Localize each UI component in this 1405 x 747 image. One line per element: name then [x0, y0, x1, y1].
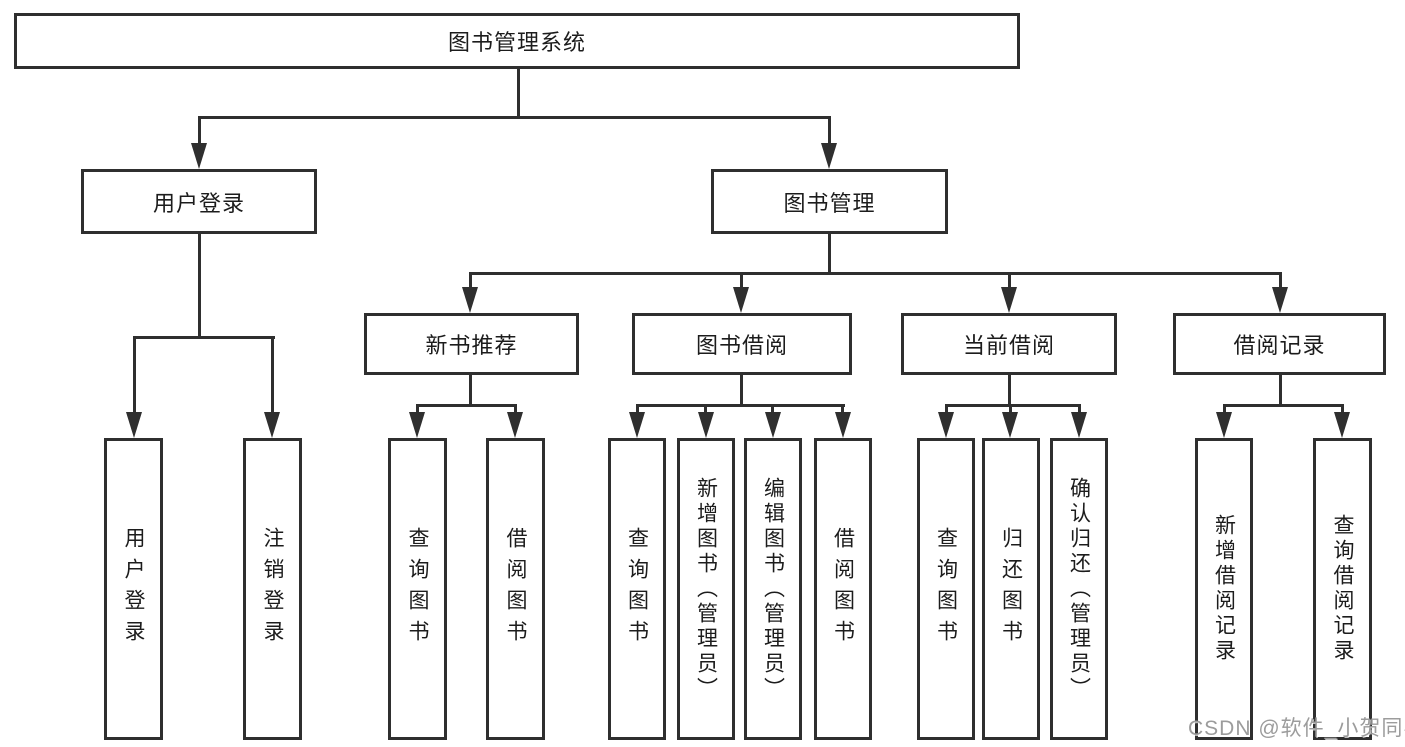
arrowhead-d2: [1002, 412, 1018, 438]
connector-user-login-bus: [133, 336, 275, 339]
leaf-logout-label: 注销登录: [261, 527, 284, 651]
node-book-management-label: 图书管理: [783, 190, 876, 216]
leaf-confirm-return-admin-label: 确认归还（管理员）: [1067, 476, 1091, 702]
node-new-book-recommend-label: 新书推荐: [425, 333, 518, 358]
node-root: 图书管理系统: [14, 13, 1020, 69]
leaf-logout: 注销登录: [243, 438, 302, 740]
node-new-book-recommend: 新书推荐: [364, 313, 579, 375]
connector-drop-d3: [1078, 404, 1081, 416]
arrowhead-user-login: [191, 143, 207, 169]
leaf-add-books-admin: 新增图书（管理员）: [677, 438, 735, 740]
leaf-borrow-borrow-books: 借阅图书: [814, 438, 872, 740]
arrowhead-c4: [835, 412, 851, 438]
connector-level2-drop-left: [198, 116, 201, 150]
leaf-add-borrow-record: 新增借阅记录: [1195, 438, 1253, 740]
csdn-watermark: CSDN @软件_小贺同学: [1188, 717, 1405, 740]
arrowhead-book-borrow: [733, 287, 749, 313]
connector-level3-drop-4: [1279, 272, 1282, 292]
connector-drop-b1: [416, 404, 419, 416]
arrowhead-borrow-records: [1272, 287, 1288, 313]
node-user-login: 用户登录: [81, 169, 317, 234]
connector-level3-drop-2: [740, 272, 743, 292]
leaf-current-query-books-label: 查询图书: [934, 527, 958, 651]
connector-level2-drop-right: [828, 116, 831, 150]
leaf-add-borrow-record-label: 新增借阅记录: [1212, 514, 1236, 664]
arrowhead-c1: [629, 412, 645, 438]
arrowhead-e2: [1334, 412, 1350, 438]
connector-drop-b2: [514, 404, 517, 416]
connector-drop-d1: [945, 404, 948, 416]
connector-level2-bus: [198, 116, 831, 119]
leaf-query-borrow-record: 查询借阅记录: [1313, 438, 1372, 740]
leaf-borrow-borrow-books-label: 借阅图书: [831, 527, 855, 651]
leaf-add-books-admin-label: 新增图书（管理员）: [694, 476, 718, 702]
connector-user-login-stub: [198, 234, 201, 339]
leaf-user-login: 用户登录: [104, 438, 163, 740]
connector-level3-bus: [469, 272, 1282, 275]
connector-level3-drop-1: [469, 272, 472, 292]
arrowhead-current-borrow: [1001, 287, 1017, 313]
leaf-borrow-query-books: 查询图书: [608, 438, 666, 740]
node-root-label: 图书管理系统: [447, 30, 586, 55]
leaf-recommend-borrow-books: 借阅图书: [486, 438, 545, 740]
arrowhead-d1: [938, 412, 954, 438]
arrowhead-leaf-logout: [264, 412, 280, 438]
leaf-query-borrow-record-label: 查询借阅记录: [1331, 514, 1354, 664]
connector-new-book-stub: [469, 375, 472, 406]
node-book-management: 图书管理: [711, 169, 948, 234]
connector-level3-drop-3: [1008, 272, 1011, 292]
connector-drop-c2: [704, 404, 707, 416]
arrowhead-leaf-user-login: [126, 412, 142, 438]
arrowhead-c2: [698, 412, 714, 438]
leaf-recommend-query-books-label: 查询图书: [406, 527, 429, 651]
arrowhead-d3: [1071, 412, 1087, 438]
connector-drop-leaf-logout: [271, 336, 274, 416]
connector-drop-c3: [771, 404, 774, 416]
node-borrow-records-label: 借阅记录: [1233, 333, 1326, 358]
connector-root-stub: [517, 69, 520, 118]
leaf-edit-books-admin: 编辑图书（管理员）: [744, 438, 802, 740]
leaf-confirm-return-admin: 确认归还（管理员）: [1050, 438, 1108, 740]
node-user-login-label: 用户登录: [152, 190, 245, 216]
connector-current-borrow-bus: [945, 404, 1081, 407]
connector-book-borrow-bus: [636, 404, 845, 407]
node-current-borrow-label: 当前借阅: [962, 333, 1055, 358]
arrowhead-c3: [765, 412, 781, 438]
connector-drop-d2: [1009, 404, 1012, 416]
leaf-recommend-query-books: 查询图书: [388, 438, 447, 740]
node-book-borrow-label: 图书借阅: [695, 333, 788, 358]
leaf-borrow-query-books-label: 查询图书: [625, 527, 649, 651]
node-book-borrow: 图书借阅: [632, 313, 852, 375]
connector-drop-c4: [841, 404, 844, 416]
leaf-user-login-label: 用户登录: [122, 527, 145, 651]
node-current-borrow: 当前借阅: [901, 313, 1117, 375]
leaf-recommend-borrow-books-label: 借阅图书: [504, 527, 527, 651]
connector-drop-leaf-user-login: [133, 336, 136, 416]
leaf-current-query-books: 查询图书: [917, 438, 975, 740]
arrowhead-b2: [507, 412, 523, 438]
leaf-return-books-label: 归还图书: [999, 527, 1023, 651]
connector-borrow-records-stub: [1279, 375, 1282, 406]
connector-drop-e2: [1341, 404, 1344, 416]
arrowhead-book-management: [821, 143, 837, 169]
connector-drop-c1: [636, 404, 639, 416]
arrowhead-new-book-recommend: [462, 287, 478, 313]
arrowhead-e1: [1216, 412, 1232, 438]
arrowhead-b1: [409, 412, 425, 438]
connector-book-management-stub: [828, 234, 831, 275]
connector-drop-e1: [1223, 404, 1226, 416]
connector-current-borrow-stub: [1008, 375, 1011, 406]
connector-borrow-records-bus: [1223, 404, 1344, 407]
node-borrow-records: 借阅记录: [1173, 313, 1386, 375]
connector-book-borrow-stub: [740, 375, 743, 406]
leaf-return-books: 归还图书: [982, 438, 1040, 740]
connector-new-book-bus: [416, 404, 517, 407]
leaf-edit-books-admin-label: 编辑图书（管理员）: [761, 476, 785, 702]
